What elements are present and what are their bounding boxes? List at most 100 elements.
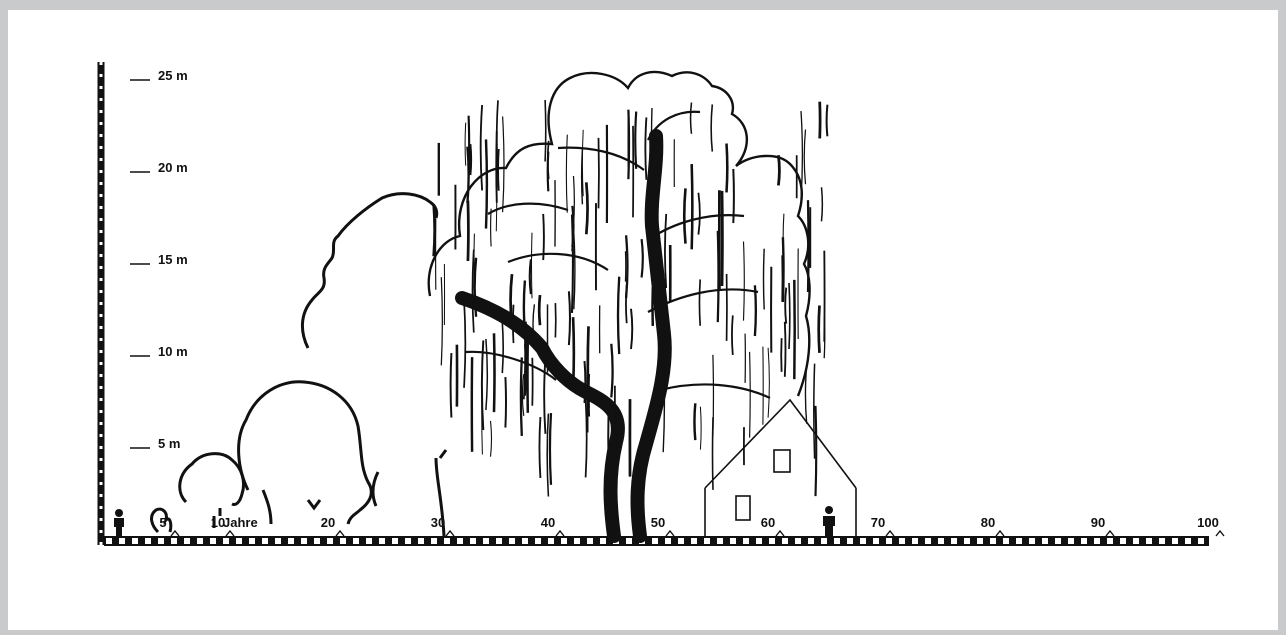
willow-frond (539, 417, 540, 478)
tree-20-years (239, 382, 372, 524)
x-tick-mark (556, 531, 564, 536)
willow-frond (539, 295, 540, 325)
x-tick-mark (1106, 531, 1114, 536)
willow-frond (827, 105, 828, 137)
willow-frond (470, 144, 471, 175)
x-tick-mark (446, 531, 454, 536)
willow-frond (684, 188, 685, 243)
willow-frond (498, 149, 499, 191)
willow-frond (573, 317, 574, 387)
willow-frond (665, 214, 666, 288)
willow-frond (694, 403, 695, 440)
willow-frond (468, 201, 469, 261)
willow-frond (513, 305, 514, 343)
willow-frond (755, 285, 756, 336)
y-tick-label: 10 m (158, 344, 188, 359)
willow-frond (475, 258, 476, 317)
willow-frond (494, 333, 495, 412)
willow-frond (713, 355, 714, 437)
willow-frond (465, 123, 466, 166)
x-tick-mark (886, 531, 894, 536)
willow-frond (635, 112, 636, 169)
x-tick-mark (226, 531, 234, 536)
willow-frond (778, 155, 779, 185)
x-tick-label: 20 (321, 515, 335, 530)
willow-frond (631, 309, 632, 349)
willow-frond (543, 214, 544, 260)
willow-frond (464, 299, 465, 388)
willow-frond (822, 187, 823, 221)
willow-frond (550, 413, 551, 485)
willow-frond (700, 407, 701, 450)
willow-frond (491, 421, 492, 457)
person-figure-right (823, 506, 835, 536)
x-tick-label: 90 (1091, 515, 1105, 530)
willow-frond (441, 277, 442, 365)
willow-frond (586, 182, 587, 234)
willow-frond (486, 139, 487, 228)
willow-frond (819, 306, 820, 353)
x-tick-mark (666, 531, 674, 536)
willow-frond (544, 358, 545, 434)
tree-30-years (302, 194, 436, 506)
willow-frond (626, 235, 627, 298)
willow-frond (711, 104, 712, 151)
willow-frond (511, 274, 512, 326)
willow-frond (503, 117, 504, 213)
x-tick-label: 40 (541, 515, 555, 530)
willow-frond (808, 200, 809, 292)
willow-frond (642, 239, 643, 277)
willow-frond (744, 242, 745, 321)
x-tick-label: 50 (651, 515, 665, 530)
y-tick-group: 25 m20 m15 m10 m5 m (130, 68, 188, 451)
willow-frond (732, 315, 733, 355)
x-axis (104, 536, 1209, 546)
willow-frond (727, 144, 728, 193)
willow-frond (482, 340, 483, 430)
willow-frond (692, 164, 693, 249)
willow-frond (582, 149, 583, 204)
x-tick-label: 70 (871, 515, 885, 530)
willow-frond (496, 144, 497, 231)
willow-frond (805, 365, 806, 424)
x-tick-label: 80 (981, 515, 995, 530)
x-tick-label: 60 (761, 515, 775, 530)
x-tick-mark (1216, 531, 1224, 536)
willow-frond (547, 414, 548, 497)
y-tick-label: 15 m (158, 252, 188, 267)
willow-frond (768, 348, 769, 418)
y-tick-label: 5 m (158, 436, 180, 451)
willow-frond (699, 279, 700, 325)
willow-frond (548, 152, 549, 192)
willow-frond (618, 277, 619, 354)
person-figure-left (114, 509, 124, 536)
willow-frond (645, 117, 646, 179)
willow-frond (801, 111, 802, 199)
house-outline (705, 400, 856, 536)
willow-frond (611, 344, 612, 398)
willow-frond (816, 406, 817, 496)
willow-frond (628, 110, 629, 180)
willow-frond (691, 103, 692, 134)
y-tick-label: 25 m (158, 68, 188, 83)
willow-frond (505, 377, 506, 428)
willow-frond (733, 169, 734, 223)
willow-frond (521, 357, 522, 436)
willow-frond (486, 339, 487, 410)
x-unit-label: Jahre (223, 515, 258, 530)
willow-frond (750, 352, 751, 438)
willow-frond (569, 291, 570, 345)
willow-frond (530, 259, 531, 294)
willow-frond (502, 322, 503, 373)
willow-frond (814, 364, 815, 459)
willow-frond (524, 307, 525, 399)
willow-frond (545, 100, 546, 162)
willow-frond (698, 193, 699, 235)
willow-frond (434, 204, 435, 256)
willow-frond (789, 283, 790, 349)
x-tick-mark (776, 531, 784, 536)
willow-frond (491, 209, 492, 247)
